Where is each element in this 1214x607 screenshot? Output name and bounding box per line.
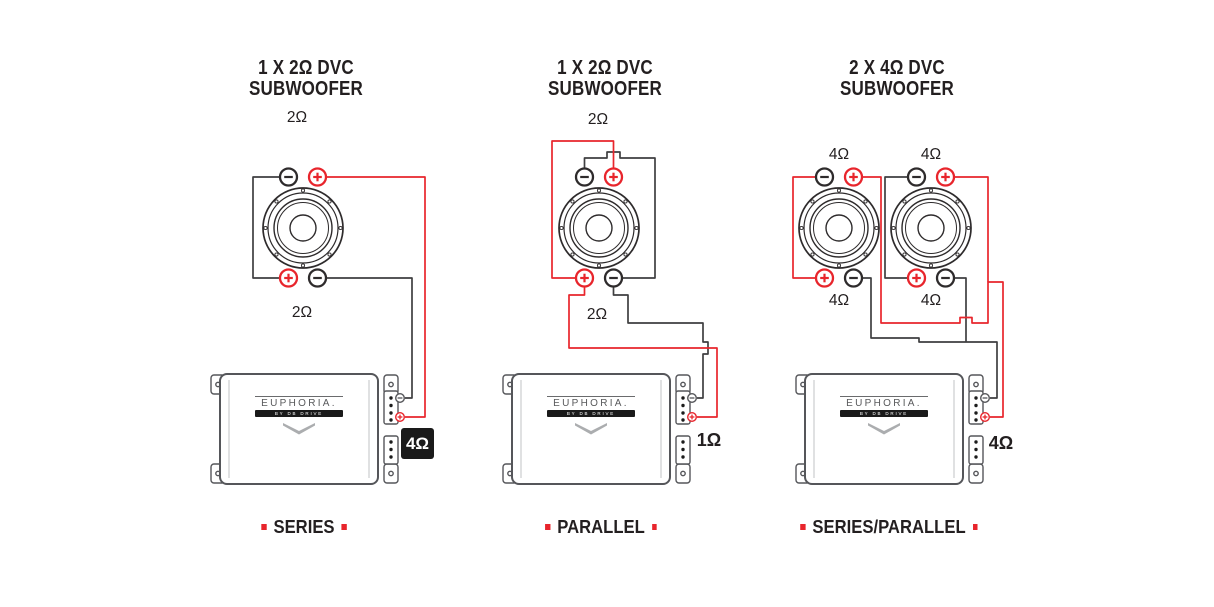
diagram-title-line1: 2 X 4Ω DVC: [849, 57, 945, 79]
plus-terminal-icon: [307, 167, 328, 187]
coil-impedance-label: 2Ω: [291, 304, 313, 321]
plus-terminal-icon: [814, 268, 835, 288]
red-square-bullet-icon: [341, 524, 347, 530]
series-jumper-wire: [252, 176, 280, 279]
minus-terminal-icon: [843, 268, 864, 288]
minus-terminal-icon: [814, 167, 835, 187]
amp-brand-block: EUPHORIA. BY DB DRIVE: [840, 396, 928, 417]
parallel-wiring: [551, 140, 718, 418]
negative-loop-wire: [583, 151, 656, 279]
coil-impedance-label: 4Ω: [828, 292, 850, 309]
positive-bus-wire: [862, 176, 1004, 418]
wiring-mode-label: PARALLEL: [545, 516, 657, 538]
plus-terminal-icon: [278, 268, 299, 288]
subwoofer-speaker: [262, 187, 344, 269]
plus-terminal-icon: [574, 268, 595, 288]
red-square-bullet-icon: [545, 524, 551, 530]
diagram-title-line1: 1 X 2Ω DVC: [258, 57, 354, 79]
coil-impedance-label: 4Ω: [828, 146, 850, 163]
coil-impedance-label: 4Ω: [920, 292, 942, 309]
amp-brand-block: EUPHORIA. BY DB DRIVE: [255, 396, 343, 417]
red-square-bullet-icon: [651, 524, 657, 530]
plus-terminal-icon: [906, 268, 927, 288]
wiring-mode-text: PARALLEL: [557, 516, 645, 537]
positive-loop-wire: [551, 140, 615, 279]
amp-brand-subtext: BY DB DRIVE: [547, 410, 635, 417]
result-impedance-value: 1Ω: [696, 430, 722, 450]
plus-terminal-icon: [603, 167, 624, 187]
coil-impedance-label: 2Ω: [587, 111, 609, 128]
negative-feed-wire: [954, 277, 967, 342]
red-square-bullet-icon: [261, 524, 267, 530]
minus-terminal-icon: [935, 268, 956, 288]
wiring-mode-label: SERIES/PARALLEL: [800, 516, 978, 538]
wiring-mode-text: SERIES: [273, 516, 335, 537]
wiring-mode-label: SERIES: [261, 516, 347, 538]
amp-brand-subtext: BY DB DRIVE: [840, 410, 928, 417]
diagram-title-line1: 1 X 2Ω DVC: [557, 57, 653, 79]
red-square-bullet-icon: [800, 524, 806, 530]
negative-feed-wire: [612, 286, 709, 399]
result-impedance-value: 4Ω: [988, 433, 1014, 453]
result-impedance-badge: 4Ω: [401, 428, 434, 459]
minus-terminal-icon: [603, 268, 624, 288]
amp-brand-name: EUPHORIA.: [547, 396, 635, 409]
subwoofer-speaker: [890, 187, 972, 269]
plus-terminal-icon: [935, 167, 956, 187]
amplifier: [795, 373, 991, 485]
series-parallel-wiring: [792, 176, 1004, 418]
positive-feed-wire: [568, 286, 718, 418]
diagram-title-line2: SUBWOOFER: [548, 78, 662, 100]
amp-brand-name: EUPHORIA.: [255, 396, 343, 409]
plus-terminal-icon: [843, 167, 864, 187]
series-wiring: [252, 176, 426, 418]
series-jumper-wire: [792, 176, 816, 279]
minus-terminal-icon: [307, 268, 328, 288]
result-impedance-value: 4Ω: [405, 433, 430, 453]
red-square-bullet-icon: [972, 524, 978, 530]
minus-terminal-icon: [278, 167, 299, 187]
minus-terminal-icon: [906, 167, 927, 187]
negative-bus-wire: [862, 277, 998, 399]
amplifier: [502, 373, 698, 485]
amp-brand-block: EUPHORIA. BY DB DRIVE: [547, 396, 635, 417]
diagram-title-line2: SUBWOOFER: [249, 78, 363, 100]
coil-impedance-label: 2Ω: [286, 109, 308, 126]
amp-brand-subtext: BY DB DRIVE: [255, 410, 343, 417]
positive-feed-wire: [954, 176, 989, 282]
coil-impedance-label: 4Ω: [920, 146, 942, 163]
amplifier: [210, 373, 406, 485]
diagram-title-line2: SUBWOOFER: [840, 78, 954, 100]
negative-feed-wire: [326, 277, 413, 399]
series-jumper-wire: [884, 176, 908, 279]
subwoofer-speaker: [558, 187, 640, 269]
wiring-mode-text: SERIES/PARALLEL: [812, 516, 966, 537]
positive-feed-wire: [326, 176, 426, 418]
subwoofer-speaker: [798, 187, 880, 269]
amp-brand-name: EUPHORIA.: [840, 396, 928, 409]
coil-impedance-label: 2Ω: [586, 306, 608, 323]
minus-terminal-icon: [574, 167, 595, 187]
